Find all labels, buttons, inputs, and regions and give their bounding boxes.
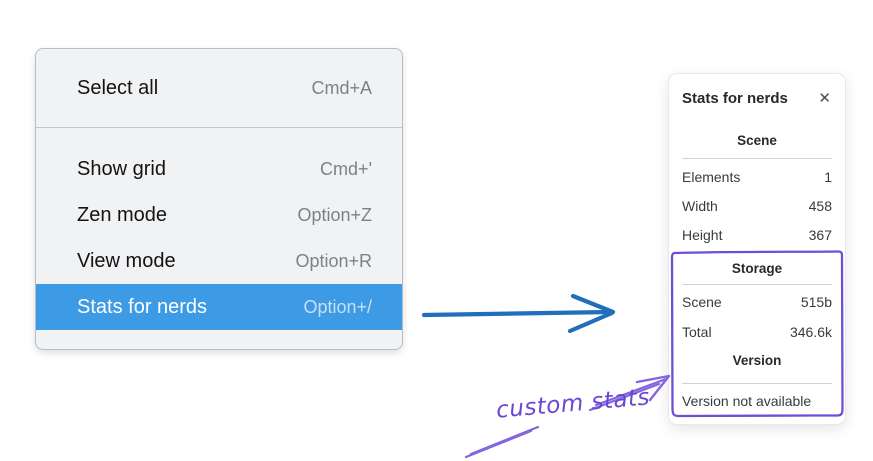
- menu-item-shortcut: Option+/: [303, 296, 372, 317]
- stat-label: Height: [682, 226, 723, 243]
- menu-item-label: View mode: [77, 249, 176, 272]
- context-menu: Select all Cmd+A Show grid Cmd+' Zen mod…: [35, 48, 403, 350]
- stat-row-width: Width 458: [682, 191, 832, 220]
- stat-row-total-storage: Total 346.6k: [682, 317, 832, 347]
- version-section-heading: Version: [732, 353, 782, 368]
- stat-value: 367: [808, 226, 832, 243]
- menu-item-shortcut: Cmd+': [320, 158, 372, 179]
- section-divider: [682, 158, 832, 159]
- stats-panel-header: Stats for nerds ✕: [682, 86, 832, 110]
- menu-item-label: Zen mode: [77, 203, 168, 226]
- menu-item-shortcut: Option+Z: [297, 204, 372, 225]
- menu-item-shortcut: Option+R: [295, 250, 372, 271]
- stat-value: 346.6k: [789, 324, 832, 340]
- stat-label: Total: [682, 324, 712, 340]
- version-note: Version not available: [682, 393, 812, 409]
- menu-item-stats-for-nerds[interactable]: Stats for nerds Option+/: [36, 284, 402, 330]
- stat-value: 515b: [800, 294, 832, 310]
- menu-item-view-mode[interactable]: View mode Option+R: [36, 238, 402, 284]
- menu-item-label: Select all: [77, 76, 159, 99]
- stat-row-height: Height 367: [682, 220, 832, 249]
- close-icon[interactable]: ✕: [818, 88, 831, 107]
- menu-item-shortcut: Cmd+A: [311, 77, 372, 98]
- menu-item-label: Stats for nerds: [77, 295, 208, 318]
- stat-row-elements: Elements 1: [682, 162, 832, 191]
- section-divider: [682, 383, 832, 384]
- custom-stats-annotation: custom stats: [495, 384, 651, 424]
- stat-value: 458: [808, 197, 832, 214]
- section-divider: [682, 284, 832, 285]
- menu-separator: [36, 127, 402, 128]
- stat-value: 1: [824, 168, 832, 185]
- menu-item-zen-mode[interactable]: Zen mode Option+Z: [36, 192, 402, 238]
- stats-panel: Stats for nerds ✕ Scene Elements 1 Width…: [668, 73, 846, 425]
- stats-panel-title: Stats for nerds: [682, 89, 788, 107]
- stat-label: Scene: [682, 294, 722, 310]
- stat-label: Elements: [682, 168, 741, 185]
- stat-label: Width: [682, 197, 718, 214]
- menu-item-select-all[interactable]: Select all Cmd+A: [36, 49, 402, 127]
- menu-item-show-grid[interactable]: Show grid Cmd+': [36, 146, 402, 192]
- stat-row-scene-storage: Scene 515b: [682, 287, 832, 317]
- flow-arrow: [421, 293, 616, 334]
- scene-section-heading: Scene: [737, 133, 777, 148]
- menu-item-label: Show grid: [77, 157, 166, 180]
- storage-section-heading: Storage: [731, 261, 783, 276]
